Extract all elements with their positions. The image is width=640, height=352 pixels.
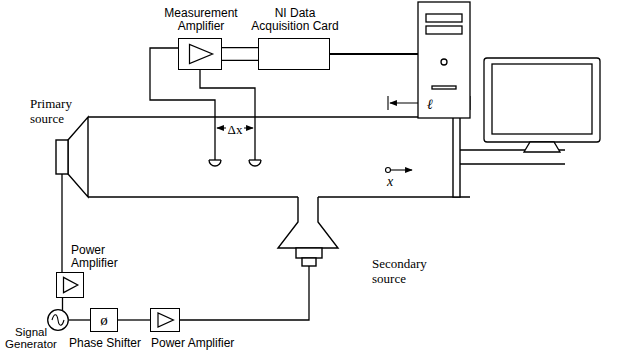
- amplifier-box: Power Amplifier: [56, 272, 84, 298]
- duct-tube: [88, 196, 298, 198]
- signal-wire: [118, 319, 150, 320]
- signal-wire: [222, 48, 258, 61]
- amplifier-symbol: [179, 39, 221, 69]
- amplifier-symbol: [57, 273, 83, 297]
- part-label: Primary source: [30, 96, 82, 126]
- microphone: [249, 160, 261, 166]
- component-label: NI Data Acquisition Card: [247, 7, 343, 33]
- component-label: Signal Generator: [2, 326, 60, 350]
- computer-icon: [432, 86, 456, 89]
- text-holder: ℓ: [415, 95, 445, 113]
- microphone: [249, 159, 261, 160]
- text-holder: ø: [91, 309, 117, 331]
- secondary-speaker: [296, 248, 322, 258]
- axis-marker: [386, 168, 391, 173]
- primary-speaker: [56, 117, 88, 197]
- piston-termination: [453, 117, 460, 197]
- computer-icon: [330, 53, 418, 55]
- text-holder: NI Data Acquisition Card: [247, 7, 343, 33]
- duct-tube: [88, 116, 470, 118]
- speaker-wire: [180, 266, 309, 320]
- text-holder: Secondary source: [372, 256, 444, 286]
- primary-speaker: [56, 140, 68, 174]
- axis-marker: [391, 169, 412, 170]
- text-holder: Power Amplifier: [151, 337, 261, 350]
- signal-wire: [69, 319, 90, 320]
- text-holder: Signal Generator: [2, 326, 60, 350]
- text-holder: Δx: [215, 120, 255, 138]
- text-holder: Power Amplifier: [71, 244, 131, 270]
- duct-tube: [88, 117, 470, 197]
- secondary-speaker: [278, 197, 338, 248]
- computer-icon: [330, 2, 600, 152]
- text-holder: Primary source: [30, 96, 82, 126]
- amplifier-box: Measurement Amplifier: [178, 38, 222, 70]
- computer-icon: [492, 64, 592, 134]
- dimension-line: [217, 96, 470, 128]
- generator-symbol: [48, 310, 69, 331]
- computer-icon: [426, 14, 462, 22]
- daq-card-box: NI Data Acquisition Card: [258, 38, 330, 70]
- phase-shifter-box: øPhase Shifter: [90, 308, 118, 332]
- secondary-speaker: [278, 197, 338, 266]
- computer-icon: [441, 59, 447, 65]
- computer-icon: [418, 2, 470, 118]
- dimension-label: ℓ: [425, 97, 435, 113]
- axis-label: x: [378, 174, 402, 190]
- amplifier-symbol: [151, 309, 179, 331]
- secondary-speaker: [302, 258, 316, 266]
- microphone: [209, 159, 221, 160]
- text-holder: x: [378, 174, 402, 190]
- axis-marker: [386, 168, 413, 173]
- primary-speaker: [68, 117, 88, 197]
- text-holder: Phase Shifter: [65, 337, 145, 350]
- sine-symbol: [52, 315, 64, 326]
- amplifier-symbol: [64, 277, 78, 292]
- amplifier-symbol: [190, 44, 213, 63]
- computer-icon: [484, 58, 600, 142]
- speaker-wire: [61, 174, 62, 272]
- component-label: Measurement Amplifier: [149, 7, 253, 33]
- dimension-line: [387, 96, 388, 110]
- signal-wire: [62, 298, 63, 310]
- component-label: Power Amplifier: [71, 244, 131, 270]
- microphone: [209, 160, 221, 166]
- duct-tube: [318, 196, 470, 198]
- generator-symbol: [47, 309, 69, 331]
- piston-termination: [460, 163, 565, 164]
- part-label: Secondary source: [372, 256, 444, 286]
- symbol-text: ø: [100, 314, 108, 327]
- speaker-wire: [62, 174, 309, 320]
- computer-icon: [524, 142, 560, 152]
- computer-icon: [426, 26, 462, 34]
- microphone: [200, 70, 255, 160]
- component-label: Power Amplifier: [151, 337, 261, 350]
- amplifier-box: Power Amplifier: [150, 308, 180, 332]
- signal-generator: Signal Generator: [47, 309, 69, 331]
- text-holder: Measurement Amplifier: [149, 7, 253, 33]
- component-label: Phase Shifter: [65, 337, 145, 350]
- dimension-label: Δx: [226, 122, 245, 137]
- amplifier-symbol: [158, 313, 173, 327]
